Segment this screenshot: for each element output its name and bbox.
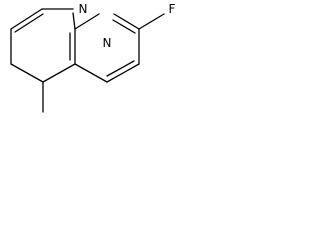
bond-c4-c5 (10, 63, 44, 83)
bond-c5r-c4a (74, 63, 108, 83)
atom-label-f: F (169, 2, 176, 16)
bond-c8a-n8 (74, 13, 100, 30)
atom-label-n8: N (103, 36, 112, 50)
bond-c2-c3 (10, 8, 43, 30)
bond-c7-f (138, 13, 165, 30)
bond-n8-c7 (113, 13, 140, 30)
bond-c5-c4a (42, 63, 76, 83)
chemical-structure-diagram: N N F (10, 2, 176, 113)
bond-c6-c5r (106, 63, 140, 83)
bond-n1-c8a (72, 12, 76, 30)
bond-n8-c7-double (112, 19, 136, 34)
atom-label-n1: N (79, 2, 88, 16)
bond-c6-c5r-double (106, 60, 135, 77)
bond-c2-c3-double (14, 13, 44, 33)
